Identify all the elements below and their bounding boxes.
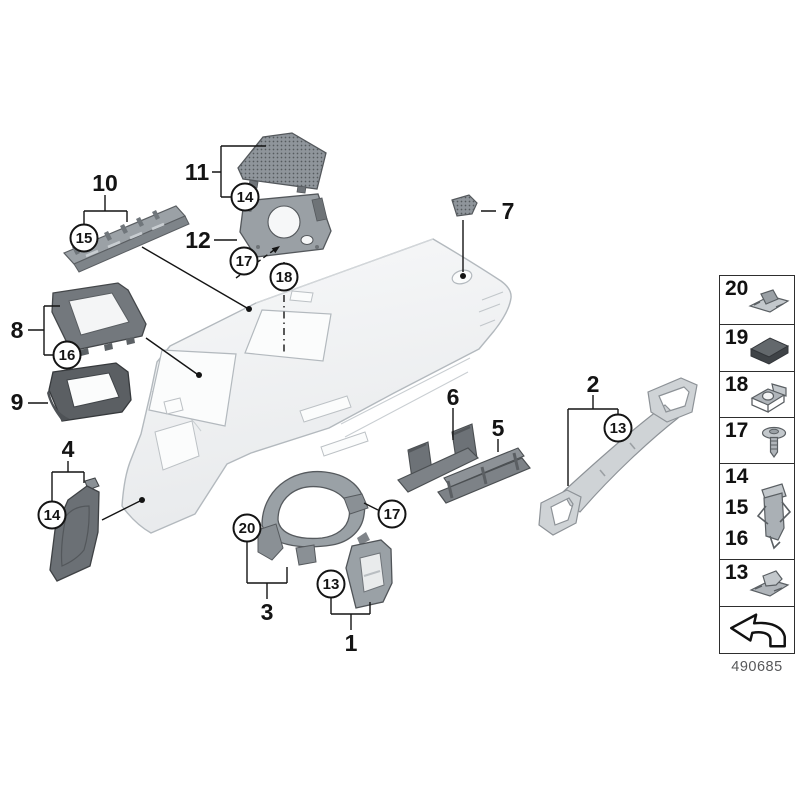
part-label-12[interactable]: 12 <box>185 227 211 253</box>
callout-14-top[interactable]: 14 <box>230 182 260 212</box>
legend-number: 17 <box>725 419 749 442</box>
legend-item-20[interactable]: 20 <box>720 276 794 325</box>
legend-item-18[interactable]: 18 <box>720 372 794 418</box>
part-4-drawing[interactable] <box>49 477 100 582</box>
part-1-drawing[interactable] <box>345 532 393 609</box>
snap-clip-icon <box>748 289 790 313</box>
cage-nut-icon <box>750 382 787 413</box>
legend-number: 14 <box>725 465 749 488</box>
part-8-drawing[interactable] <box>51 282 147 356</box>
svg-text:20: 20 <box>239 520 256 537</box>
fastener-callouts: 15 14 17 18 16 14 <box>37 182 633 599</box>
callout-13-right[interactable]: 13 <box>603 413 633 443</box>
legend-turn-over[interactable] <box>720 607 794 653</box>
svg-text:14: 14 <box>237 189 254 206</box>
callout-18[interactable]: 18 <box>269 262 299 292</box>
svg-text:15: 15 <box>76 230 93 247</box>
callout-17-top[interactable]: 17 <box>229 246 259 276</box>
callout-15[interactable]: 15 <box>69 223 99 253</box>
part-2-drawing[interactable] <box>538 377 698 536</box>
part-12-drawing[interactable] <box>239 193 332 258</box>
part-label-9[interactable]: 9 <box>11 389 24 415</box>
legend-number: 18 <box>725 373 749 396</box>
legend-number: 19 <box>725 326 749 349</box>
washer-screw-icon <box>761 426 787 458</box>
drawing-number: 490685 <box>731 659 783 675</box>
svg-text:13: 13 <box>610 420 627 437</box>
legend-item-14-15-16[interactable]: 14 15 16 <box>720 464 794 560</box>
part-label-4[interactable]: 4 <box>62 436 75 462</box>
spring-clip-icon <box>756 483 792 550</box>
callout-17-bottom[interactable]: 17 <box>377 499 407 529</box>
part-11-drawing[interactable] <box>237 132 327 194</box>
svg-text:13: 13 <box>323 576 340 593</box>
part-10-drawing[interactable] <box>62 205 190 273</box>
legend-number: 16 <box>725 527 749 550</box>
legend-item-17[interactable]: 17 <box>720 418 794 464</box>
instrument-panel-drawing <box>121 238 512 534</box>
callout-lines <box>28 145 619 630</box>
part-label-6[interactable]: 6 <box>447 384 460 410</box>
callout-14-side[interactable]: 14 <box>37 500 67 530</box>
part-label-3[interactable]: 3 <box>261 599 274 625</box>
part-6-drawing[interactable] <box>397 423 480 493</box>
svg-text:16: 16 <box>59 347 76 364</box>
foam-pad-icon <box>749 337 790 365</box>
part-9-drawing[interactable] <box>47 362 132 422</box>
legend-item-19[interactable]: 19 <box>720 325 794 372</box>
part-label-11[interactable]: 11 <box>185 159 210 185</box>
fastener-legend: 20 19 18 17 <box>719 275 795 654</box>
part-3-drawing[interactable] <box>257 470 369 566</box>
part-7-drawing[interactable] <box>451 194 478 217</box>
svg-text:14: 14 <box>44 507 61 524</box>
part-label-10[interactable]: 10 <box>92 170 118 196</box>
legend-number: 13 <box>725 561 749 584</box>
part-5-drawing[interactable] <box>437 447 531 504</box>
legend-number: 20 <box>725 277 749 300</box>
callout-20[interactable]: 20 <box>232 513 262 543</box>
svg-text:18: 18 <box>276 269 293 286</box>
svg-text:17: 17 <box>384 506 401 523</box>
svg-text:17: 17 <box>236 253 253 270</box>
turn-over-arrow-icon <box>730 613 786 648</box>
callout-16[interactable]: 16 <box>52 340 82 370</box>
callout-13-bottom[interactable]: 13 <box>316 569 346 599</box>
snap-clip-icon <box>749 570 790 597</box>
legend-number: 15 <box>725 496 749 519</box>
part-label-8[interactable]: 8 <box>11 317 24 343</box>
legend-item-13[interactable]: 13 <box>720 560 794 607</box>
part-label-2[interactable]: 2 <box>587 371 600 397</box>
part-label-7[interactable]: 7 <box>502 198 515 224</box>
part-label-5[interactable]: 5 <box>492 415 505 441</box>
part-label-1[interactable]: 1 <box>345 630 358 656</box>
